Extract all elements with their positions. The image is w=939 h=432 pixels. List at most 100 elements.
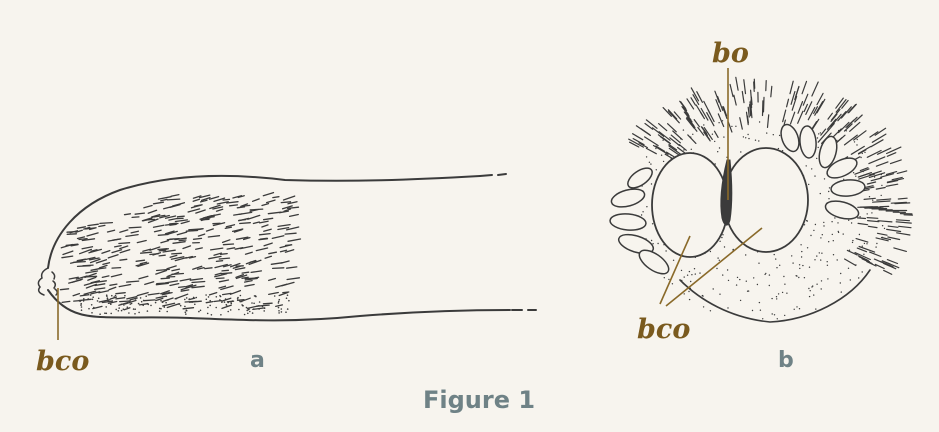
stipple-dot <box>241 304 243 306</box>
hair-stroke <box>78 248 93 255</box>
stipple-dot <box>833 122 835 124</box>
hair-stroke <box>244 277 259 280</box>
hair-stroke <box>191 280 206 284</box>
stipple-dot <box>851 241 854 244</box>
stipple-dot <box>188 298 191 300</box>
hair-stroke <box>118 283 132 288</box>
stipple-dot <box>850 222 853 224</box>
hair-stroke <box>75 229 83 233</box>
stipple-dot <box>735 284 738 286</box>
hair-stroke <box>680 101 687 110</box>
hair-stroke <box>890 201 908 204</box>
hair-stroke <box>112 238 122 241</box>
hair-stroke <box>668 145 683 156</box>
hair-stroke <box>192 198 201 202</box>
stipple-dot <box>660 154 663 156</box>
stipple-dot <box>880 173 882 176</box>
hair-stroke <box>212 222 226 227</box>
hair-stroke <box>155 269 168 275</box>
stipple-dot <box>199 309 202 312</box>
hair-stroke <box>631 133 644 141</box>
stipple-dot <box>778 134 781 137</box>
hair-stroke <box>75 275 88 280</box>
hair-stroke <box>791 95 798 111</box>
hair-stroke <box>866 220 880 223</box>
stipple-dot <box>751 309 754 312</box>
hair-stroke <box>69 259 84 264</box>
stipple-dot <box>79 300 81 303</box>
hair-stroke <box>236 298 245 301</box>
hair-stroke <box>87 223 99 227</box>
stipple-dot <box>832 240 834 242</box>
hair-stroke <box>287 201 298 205</box>
stipple-dot <box>163 304 165 307</box>
stipple-dot <box>251 312 254 314</box>
hair-stroke <box>249 208 264 211</box>
stipple-dot <box>99 313 101 316</box>
hair-stroke <box>152 214 166 218</box>
stipple-dot <box>861 152 863 155</box>
stipple-dot <box>134 313 136 315</box>
stipple-dot <box>683 293 685 295</box>
hair-stroke <box>797 110 804 124</box>
hair-stroke <box>221 269 230 272</box>
hair-stroke <box>190 204 202 209</box>
stipple-dot <box>818 133 820 135</box>
stipple-dot <box>670 154 672 156</box>
hair-stroke <box>222 264 232 268</box>
stipple-dot <box>771 297 773 300</box>
hair-stroke <box>195 247 203 250</box>
hair-stroke <box>657 122 668 132</box>
stipple-dot <box>158 310 161 313</box>
stipple-dot <box>838 129 840 132</box>
hair-stroke <box>678 144 687 151</box>
hair-stroke <box>713 130 719 138</box>
hair-stroke <box>268 251 278 255</box>
hair-stroke <box>265 199 276 204</box>
hair-stroke <box>68 279 82 284</box>
hair-stroke <box>213 252 222 256</box>
hair-stroke <box>246 305 260 310</box>
hair-stroke <box>861 258 873 265</box>
stipple-dot <box>686 274 689 276</box>
stipple-dot <box>184 305 186 308</box>
hair-stroke <box>843 134 858 146</box>
stipple-dot <box>821 252 823 254</box>
stipple-dot <box>258 308 260 310</box>
hair-stroke <box>200 196 211 202</box>
hair-stroke <box>155 295 167 299</box>
stipple-dot <box>806 247 809 249</box>
stipple-dot <box>840 291 842 293</box>
hair-stroke <box>262 191 275 197</box>
hair-stroke <box>729 83 734 98</box>
hair-stroke <box>887 225 899 228</box>
hair-stroke <box>231 228 244 233</box>
hair-stroke <box>876 198 892 201</box>
panel-a-label: a <box>250 348 265 373</box>
hair-stroke <box>701 126 708 134</box>
hair-stroke <box>811 81 819 97</box>
stipple-dot <box>820 237 822 239</box>
hair-stroke <box>177 285 186 289</box>
hair-stroke <box>279 249 288 253</box>
hair-stroke <box>239 222 251 225</box>
hair-stroke <box>85 275 98 278</box>
hair-stroke <box>214 263 228 269</box>
hair-stroke <box>802 93 809 106</box>
stipple-dot <box>258 301 261 303</box>
stipple-dot <box>776 318 778 320</box>
stipple-dot <box>652 243 654 245</box>
hair-stroke <box>192 195 202 199</box>
hair-stroke <box>668 143 678 151</box>
stipple-dot <box>665 250 667 252</box>
hair-stroke <box>247 214 261 220</box>
hair-stroke <box>208 195 220 200</box>
stipple-dot <box>158 307 161 310</box>
hair-stroke <box>870 139 884 148</box>
stipple-dot <box>288 299 290 302</box>
hair-stroke <box>88 257 100 261</box>
stipple-dot <box>128 300 130 303</box>
stipple-dot <box>784 283 786 285</box>
panel-a-drawing <box>37 173 537 322</box>
hair-stroke <box>62 250 74 256</box>
